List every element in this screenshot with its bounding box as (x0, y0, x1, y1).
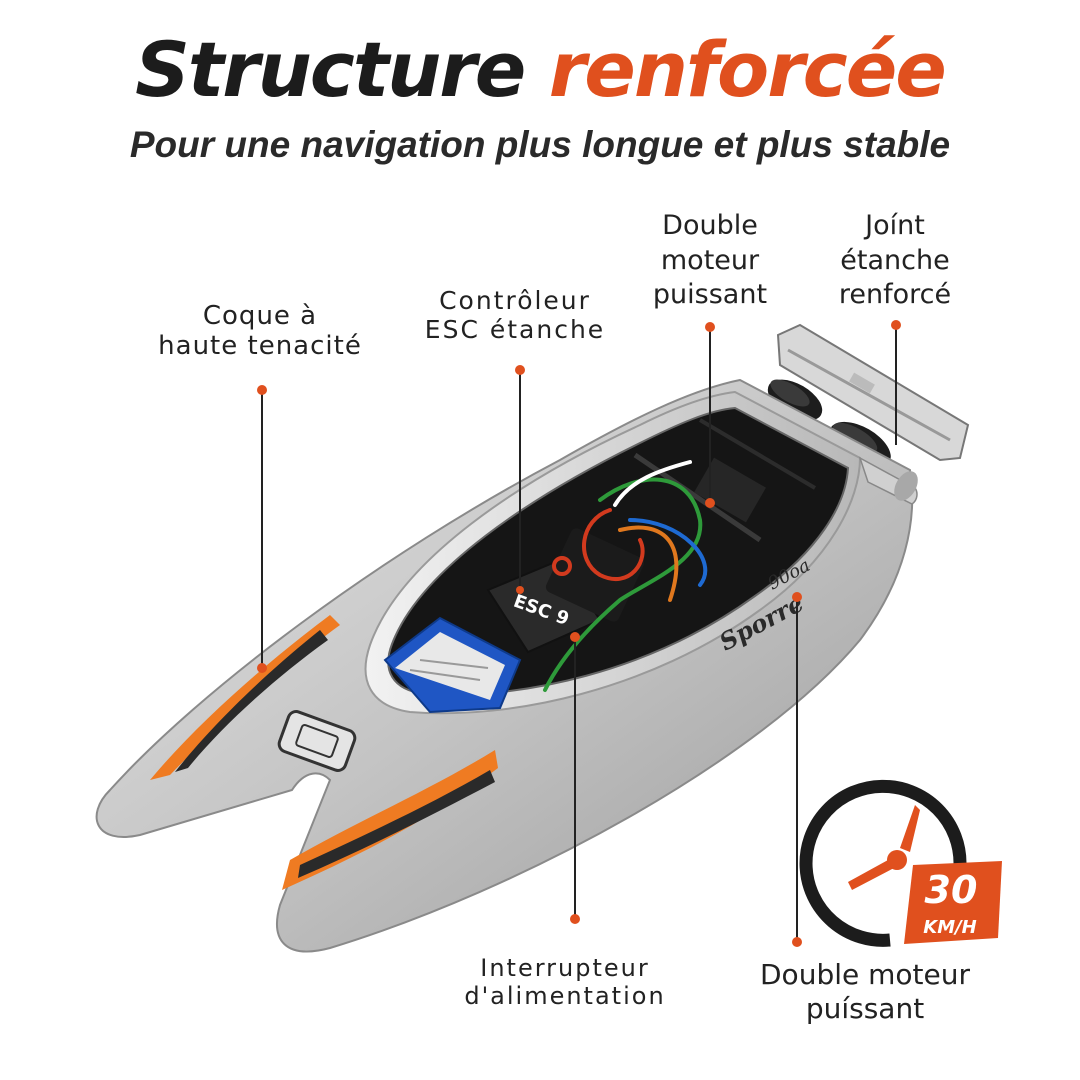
power-switch (277, 710, 357, 772)
page-subtitle: Pour une navigation plus longue et plus … (129, 124, 951, 165)
rear-wing (776, 323, 970, 462)
callout-moteur-line2: moteur (660, 244, 760, 276)
callout-moteur2-line1: Double moteur (760, 958, 970, 991)
callout-joint: Joínt étanche renforcé (810, 209, 980, 313)
speed-box (904, 861, 1002, 944)
callout-esc-line2: ESC étanche (424, 314, 606, 344)
callout-moteur-line3: puissant (652, 279, 768, 311)
side-rails (858, 456, 918, 505)
callout-joint-line2: étanche (840, 244, 950, 276)
callout-coque-line2: haute tenacité (158, 330, 362, 361)
callout-interrupteur-line1: Interrupteur (480, 954, 650, 982)
speed-badge: 30 KM/H (799, 779, 1002, 947)
callout-moteur-line1: Double (662, 210, 758, 241)
internal-bulkheads (633, 418, 817, 543)
title-part-2: renforcée (548, 25, 947, 114)
callout-coque: Coque à haute tenacité (140, 301, 380, 362)
callout-esc-line1: Contrôleur (439, 286, 591, 315)
callout-lines (261, 325, 897, 942)
speedometer-needle-left (848, 860, 894, 890)
callout-dots (257, 320, 901, 947)
callout-moteur2-line2: puíssant (805, 991, 925, 1025)
callout-coque-line1: Coque à (202, 301, 318, 331)
battery (383, 616, 522, 714)
speedometer-arc (799, 779, 967, 947)
speed-unit: KM/H (923, 917, 977, 938)
callout-joint-line3: renforcé (838, 279, 952, 311)
callout-moteur2: Double moteur puíssant (740, 958, 990, 1025)
speed-value: 30 (925, 868, 978, 912)
callout-interrupteur: Interrupteur d'alimentation (430, 954, 700, 1010)
callout-joint-line1: Joínt (865, 210, 925, 241)
page-title: Structure renforcée (0, 32, 1080, 108)
title-part-1: Structure (135, 25, 526, 114)
callout-interrupteur-line2: d'alimentation (464, 981, 666, 1010)
callout-esc: Contrôleur ESC étanche (400, 286, 630, 345)
hull-stripes (150, 615, 498, 890)
wiring (543, 460, 708, 692)
speedometer-needle-top (900, 805, 920, 852)
speedometer-hub (887, 850, 907, 870)
callout-moteur: Double moteur puissant (630, 209, 790, 313)
